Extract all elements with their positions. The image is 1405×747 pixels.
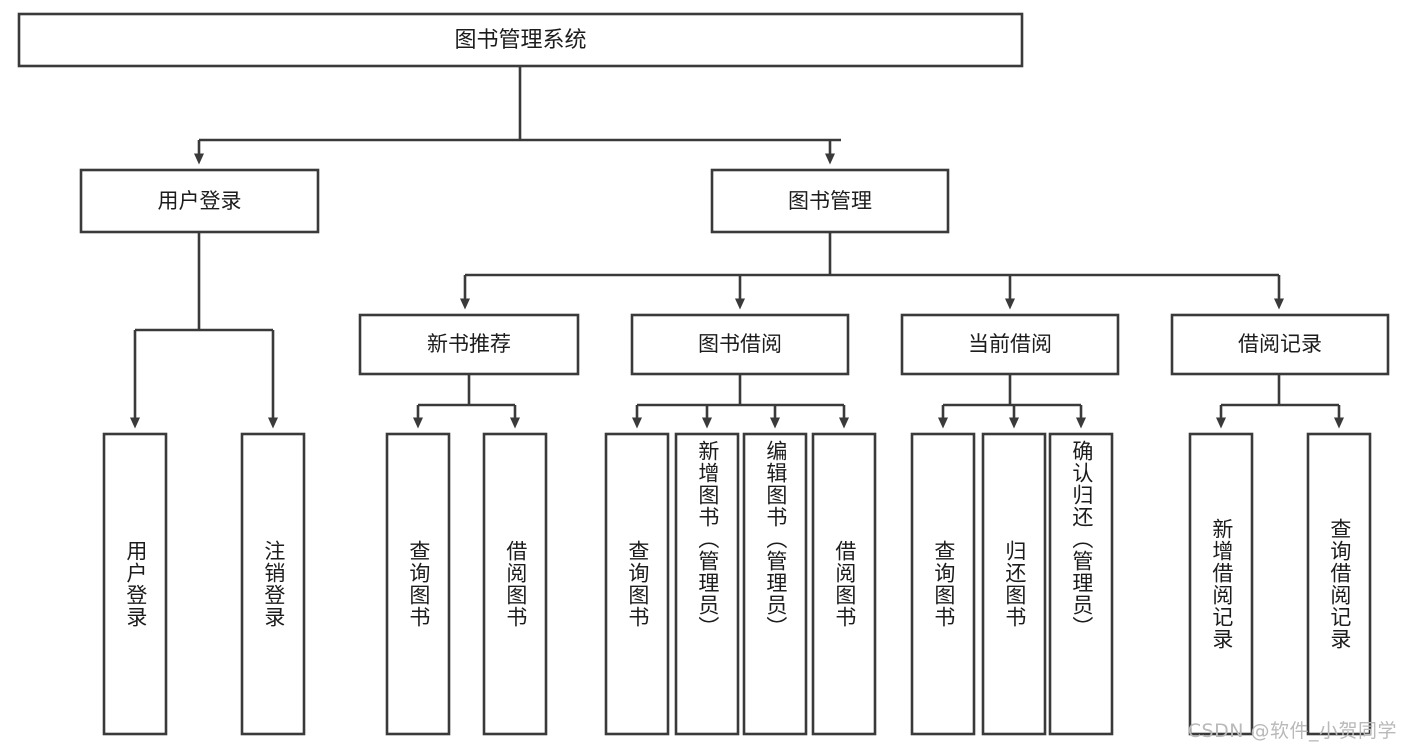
node-book-management-label: 图书管理 (788, 189, 872, 213)
leaf-rect-query-books-current[interactable] (910, 432, 976, 736)
node-current-borrow-label: 当前借阅 (968, 332, 1052, 356)
node-user-login-label: 用户登录 (158, 189, 242, 213)
connectors-bookmgmt-to-level2 (460, 232, 1284, 310)
leaf-rect-user-login[interactable] (102, 432, 168, 736)
node-book-borrow[interactable]: 图书借阅 (630, 313, 850, 376)
leaf-rect-edit-book-admin[interactable] (742, 432, 808, 736)
connectors-newbook-to-leaves (413, 374, 520, 429)
node-book-management[interactable]: 图书管理 (710, 168, 950, 234)
node-book-borrow-label: 图书借阅 (698, 332, 782, 356)
leaf-nodes-group (102, 432, 1372, 736)
connectors-records-to-leaves (1216, 374, 1344, 429)
leaf-rect-add-book-admin[interactable] (674, 432, 740, 736)
leaf-rect-return-book[interactable] (981, 432, 1047, 736)
node-root[interactable]: 图书管理系统 (17, 12, 1024, 68)
leaf-rect-add-borrow-record[interactable] (1188, 432, 1254, 736)
node-borrow-records-label: 借阅记录 (1238, 332, 1322, 356)
node-root-label: 图书管理系统 (454, 28, 586, 53)
node-current-borrow[interactable]: 当前借阅 (900, 313, 1120, 376)
connectors-current-to-leaves (938, 374, 1086, 429)
node-borrow-records[interactable]: 借阅记录 (1170, 313, 1390, 376)
connectors-borrow-to-leaves (632, 374, 849, 429)
leaf-rect-borrow-books-new[interactable] (482, 432, 548, 736)
leaf-rect-confirm-return-admin[interactable] (1048, 432, 1114, 736)
connectors-userlogin-to-leaves (130, 232, 278, 429)
node-user-login[interactable]: 用户登录 (79, 168, 320, 234)
leaf-rect-logout[interactable] (240, 432, 306, 736)
connectors-root-to-level1 (194, 66, 841, 165)
leaf-rect-borrow-book[interactable] (811, 432, 877, 736)
leaf-rect-query-books-borrow[interactable] (604, 432, 670, 736)
node-new-book-recommend[interactable]: 新书推荐 (358, 313, 580, 376)
leaf-rect-query-borrow-record[interactable] (1306, 432, 1372, 736)
leaf-rect-query-books-new[interactable] (385, 432, 451, 736)
csdn-watermark: CSDN @软件_小贺同学 (1187, 720, 1397, 742)
node-new-book-recommend-label: 新书推荐 (427, 332, 511, 356)
